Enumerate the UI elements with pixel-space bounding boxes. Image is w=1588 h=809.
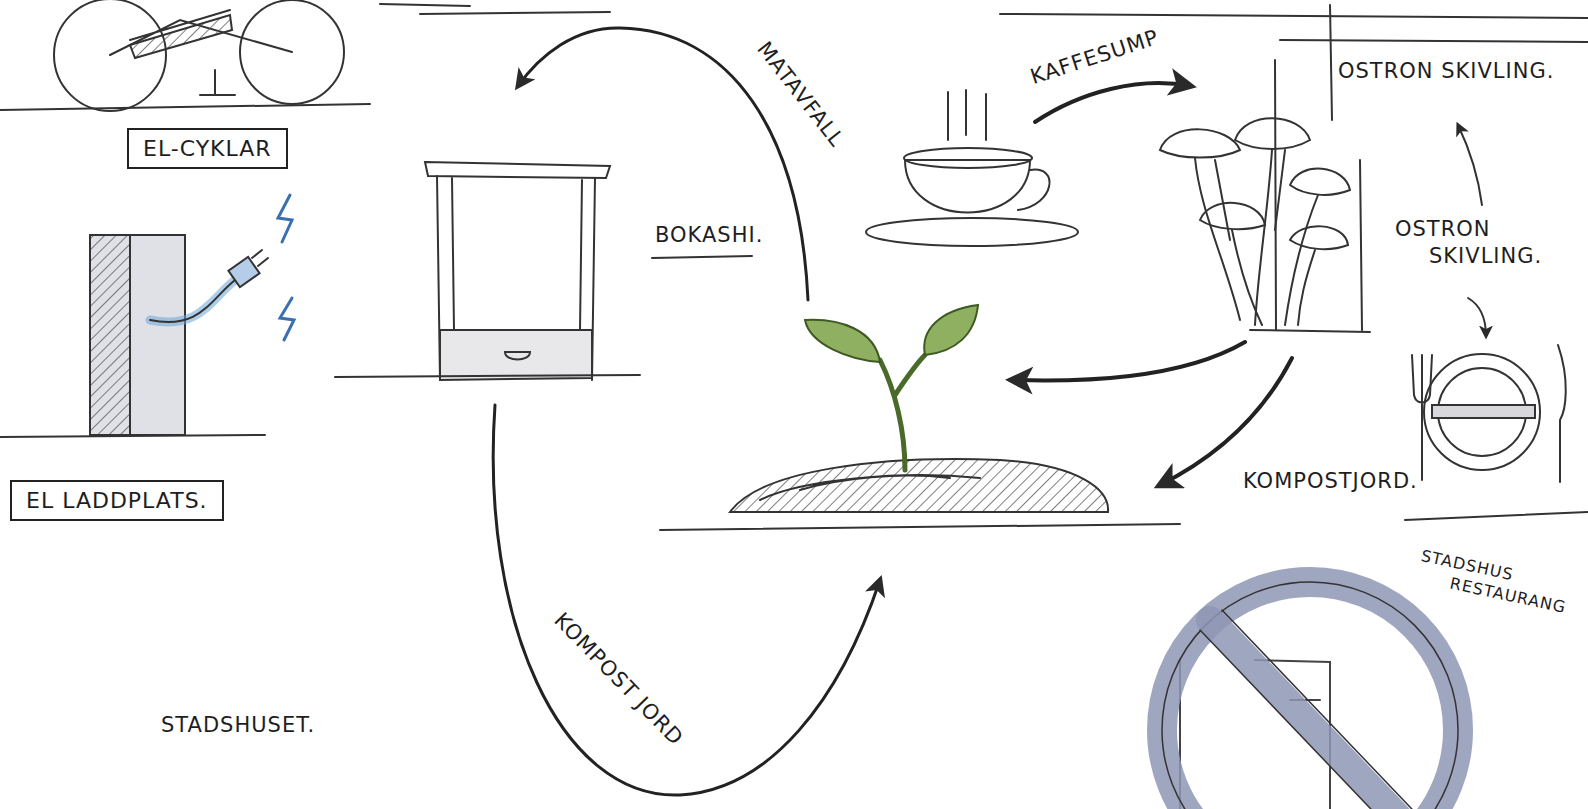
- bin-label: BOKASHI.: [652, 222, 766, 249]
- box-text: EL-CYKLAR: [143, 136, 272, 161]
- soil-label: KOMPOSTJORD.: [1240, 468, 1421, 495]
- edge-label: MATAVFALL: [749, 34, 852, 155]
- label-box: EL-CYKLAR: [127, 128, 288, 169]
- restaurant-label: STADSHUS RESTAURANG: [1415, 546, 1588, 623]
- edge-label: KOMPOST JORD: [546, 605, 691, 754]
- place-label: STADSHUSET.: [158, 712, 318, 739]
- label-box: EL LADDPLATS.: [10, 480, 224, 521]
- mushroom-label: OSTRON SKIVLING.: [1395, 216, 1582, 271]
- mushroom-label: OSTRON SKIVLING.: [1338, 58, 1565, 85]
- box-text: EL LADDPLATS.: [26, 488, 208, 513]
